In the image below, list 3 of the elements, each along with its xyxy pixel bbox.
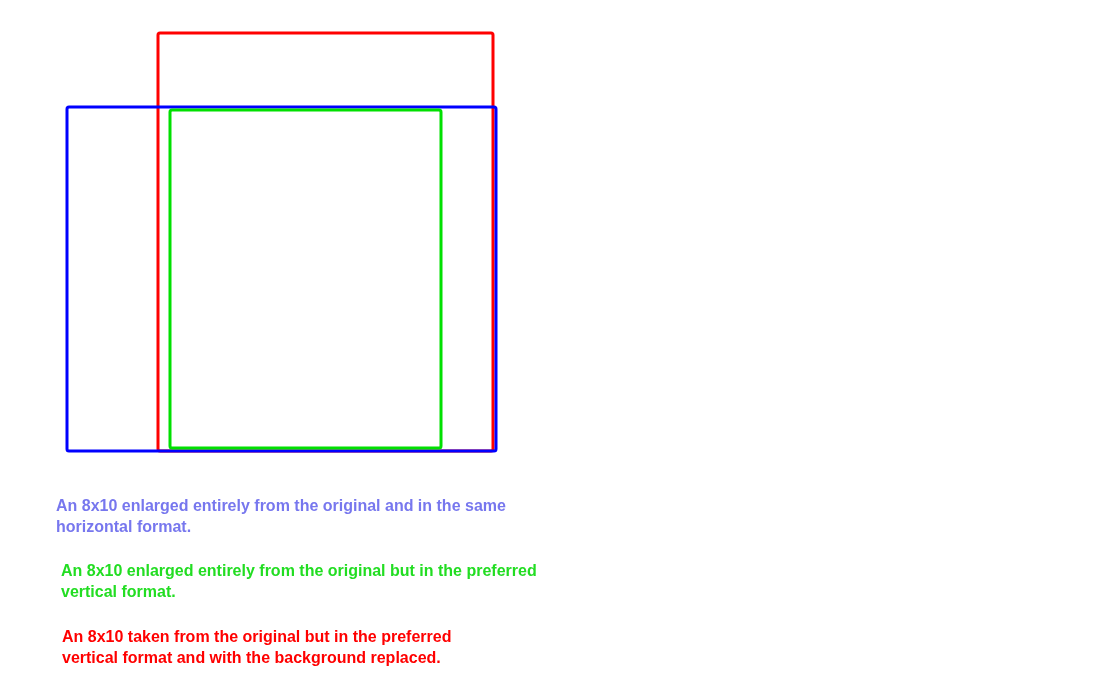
legend-text: An 8x10 taken from the original but in the preferred vertical format and with the background replaced. bbox=[62, 627, 453, 668]
legend-text: An 8x10 enlarged entirely from the original and in the same horizontal format. bbox=[56, 496, 507, 537]
legend-text: An 8x10 enlarged entirely from the original but in the preferred vertical format. bbox=[61, 561, 538, 602]
